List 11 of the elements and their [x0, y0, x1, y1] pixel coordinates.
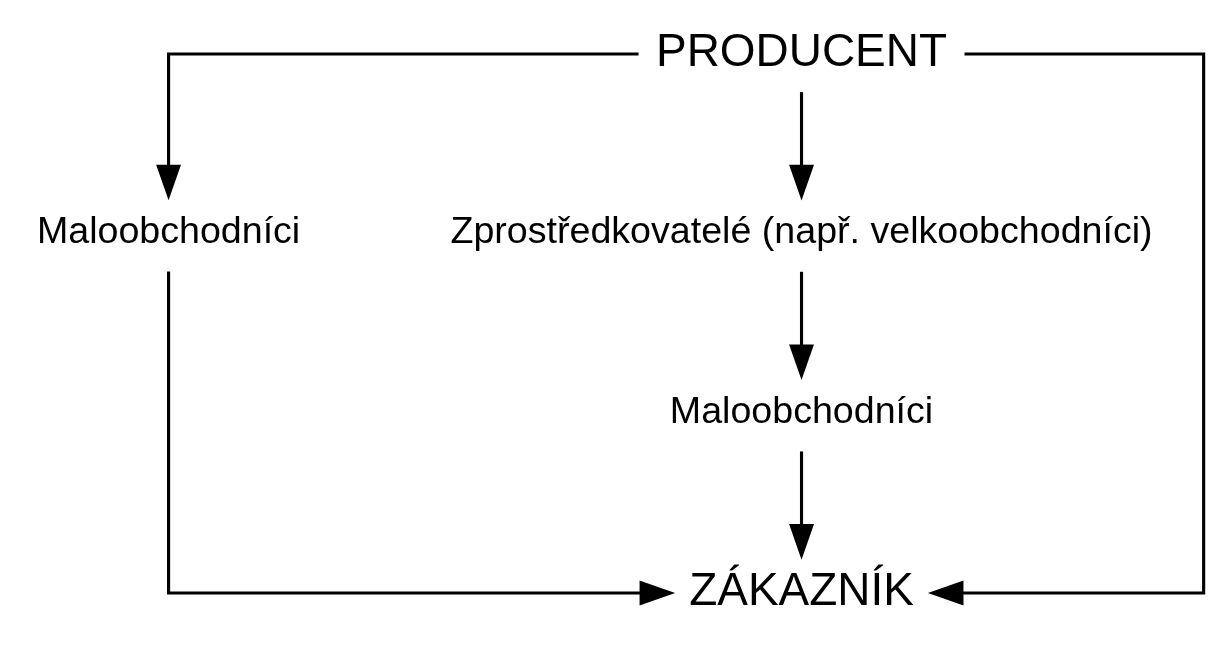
arrow — [166, 271, 675, 606]
node-text: Zprostředkovatelé (např. velkoobchodníci) — [449, 208, 1153, 251]
node-text: ZÁKAZNÍK — [688, 562, 914, 615]
arrow — [788, 451, 814, 560]
node-text: Maloobchodníci — [669, 388, 933, 431]
arrow — [788, 271, 814, 380]
arrow — [927, 52, 1205, 606]
node-text: PRODUCENT — [655, 23, 947, 76]
arrow — [788, 92, 814, 201]
node-text: Maloobchodníci — [36, 208, 300, 251]
arrow — [155, 52, 639, 201]
